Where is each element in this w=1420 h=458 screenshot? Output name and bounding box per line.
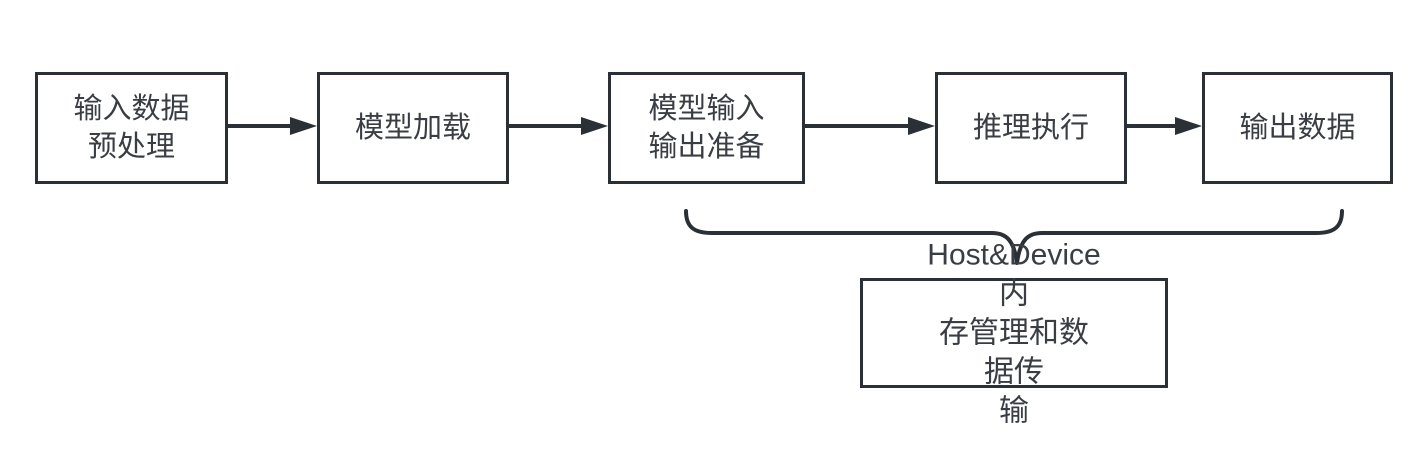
flow-arrow-1 xyxy=(228,117,317,135)
flow-node-model-io-prepare: 模型输入 输出准备 xyxy=(608,72,805,184)
flow-arrow-3 xyxy=(805,117,935,135)
brace-annotation-label: Host&Device内 存管理和数据传 输 xyxy=(927,238,1101,428)
curly-brace xyxy=(684,209,1344,265)
node-label-input-preprocess: 输入数据 预处理 xyxy=(73,93,190,163)
node-label-output-data: 输出数据 xyxy=(1239,112,1356,144)
node-label-inference-execute: 推理执行 xyxy=(972,112,1089,144)
node-label-model-load: 模型加载 xyxy=(354,112,471,144)
flow-node-input-preprocess: 输入数据 预处理 xyxy=(35,72,228,184)
node-label-model-io-prepare: 模型输入 输出准备 xyxy=(648,93,765,163)
flow-node-inference-execute: 推理执行 xyxy=(935,72,1127,184)
flow-node-model-load: 模型加载 xyxy=(317,72,509,184)
brace-annotation-box: Host&Device内 存管理和数据传 输 xyxy=(860,239,1168,428)
flow-arrow-4 xyxy=(1127,117,1202,135)
flow-arrow-2 xyxy=(509,117,608,135)
flow-node-output-data: 输出数据 xyxy=(1202,72,1393,184)
